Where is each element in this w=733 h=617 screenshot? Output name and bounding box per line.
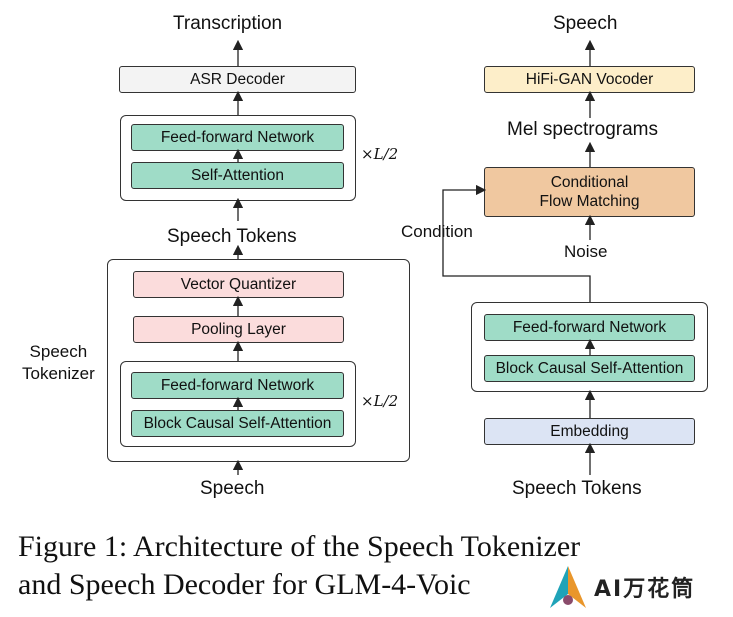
condition-label: Condition <box>401 222 473 241</box>
speech-tokenizer-label-line1: Speech <box>29 342 88 361</box>
figure-caption-line2: and Speech Decoder for GLM-4-Voic <box>18 568 471 601</box>
embedding-box: Embedding <box>484 418 695 445</box>
pooling-layer-box: Pooling Layer <box>133 316 344 343</box>
figure-caption-line1: Figure 1: Architecture of the Speech Tok… <box>18 530 581 563</box>
lower-transformer-group <box>120 361 356 447</box>
lower-block-causal-attention-box: Block Causal Self-Attention <box>131 410 344 437</box>
watermark: AI万花筒 <box>548 562 728 612</box>
hifigan-vocoder-box: HiFi-GAN Vocoder <box>484 66 695 93</box>
arrow-condition-to-cfm <box>442 184 591 302</box>
speech-tokenizer-group <box>107 259 410 462</box>
decoder-block-causal-attention-box: Block Causal Self-Attention <box>484 355 695 382</box>
speech-tokenizer-label-line2: Tokenizer <box>22 364 95 384</box>
mel-spectrograms-label: Mel spectrograms <box>507 119 658 140</box>
upper-repeat-label: ×L/2 <box>361 145 399 163</box>
cfm-line2: Flow Matching <box>539 193 640 210</box>
watermark-text: AI万花筒 <box>594 577 696 602</box>
speech-tokens-label: Speech Tokens <box>167 226 297 247</box>
vector-quantizer-box: Vector Quantizer <box>133 271 344 298</box>
upper-self-attention-box: Self-Attention <box>131 162 344 189</box>
noise-label: Noise <box>564 242 608 261</box>
speech-input-label: Speech <box>200 478 265 499</box>
lower-ffn-box: Feed-forward Network <box>131 372 344 399</box>
watermark-logo-icon <box>550 566 586 608</box>
decoder-ffn-box: Feed-forward Network <box>484 314 695 341</box>
speech-tokens-input-label: Speech Tokens <box>512 478 642 499</box>
speech-output-label: Speech <box>553 13 618 34</box>
speech-tokenizer-label: Speech Tokenizer <box>22 341 95 385</box>
transcription-label: Transcription <box>173 13 283 34</box>
conditional-flow-matching-box: Conditional Flow Matching <box>484 167 695 217</box>
cfm-line1: Conditional <box>550 173 629 191</box>
lower-repeat-label: ×L/2 <box>361 392 399 410</box>
